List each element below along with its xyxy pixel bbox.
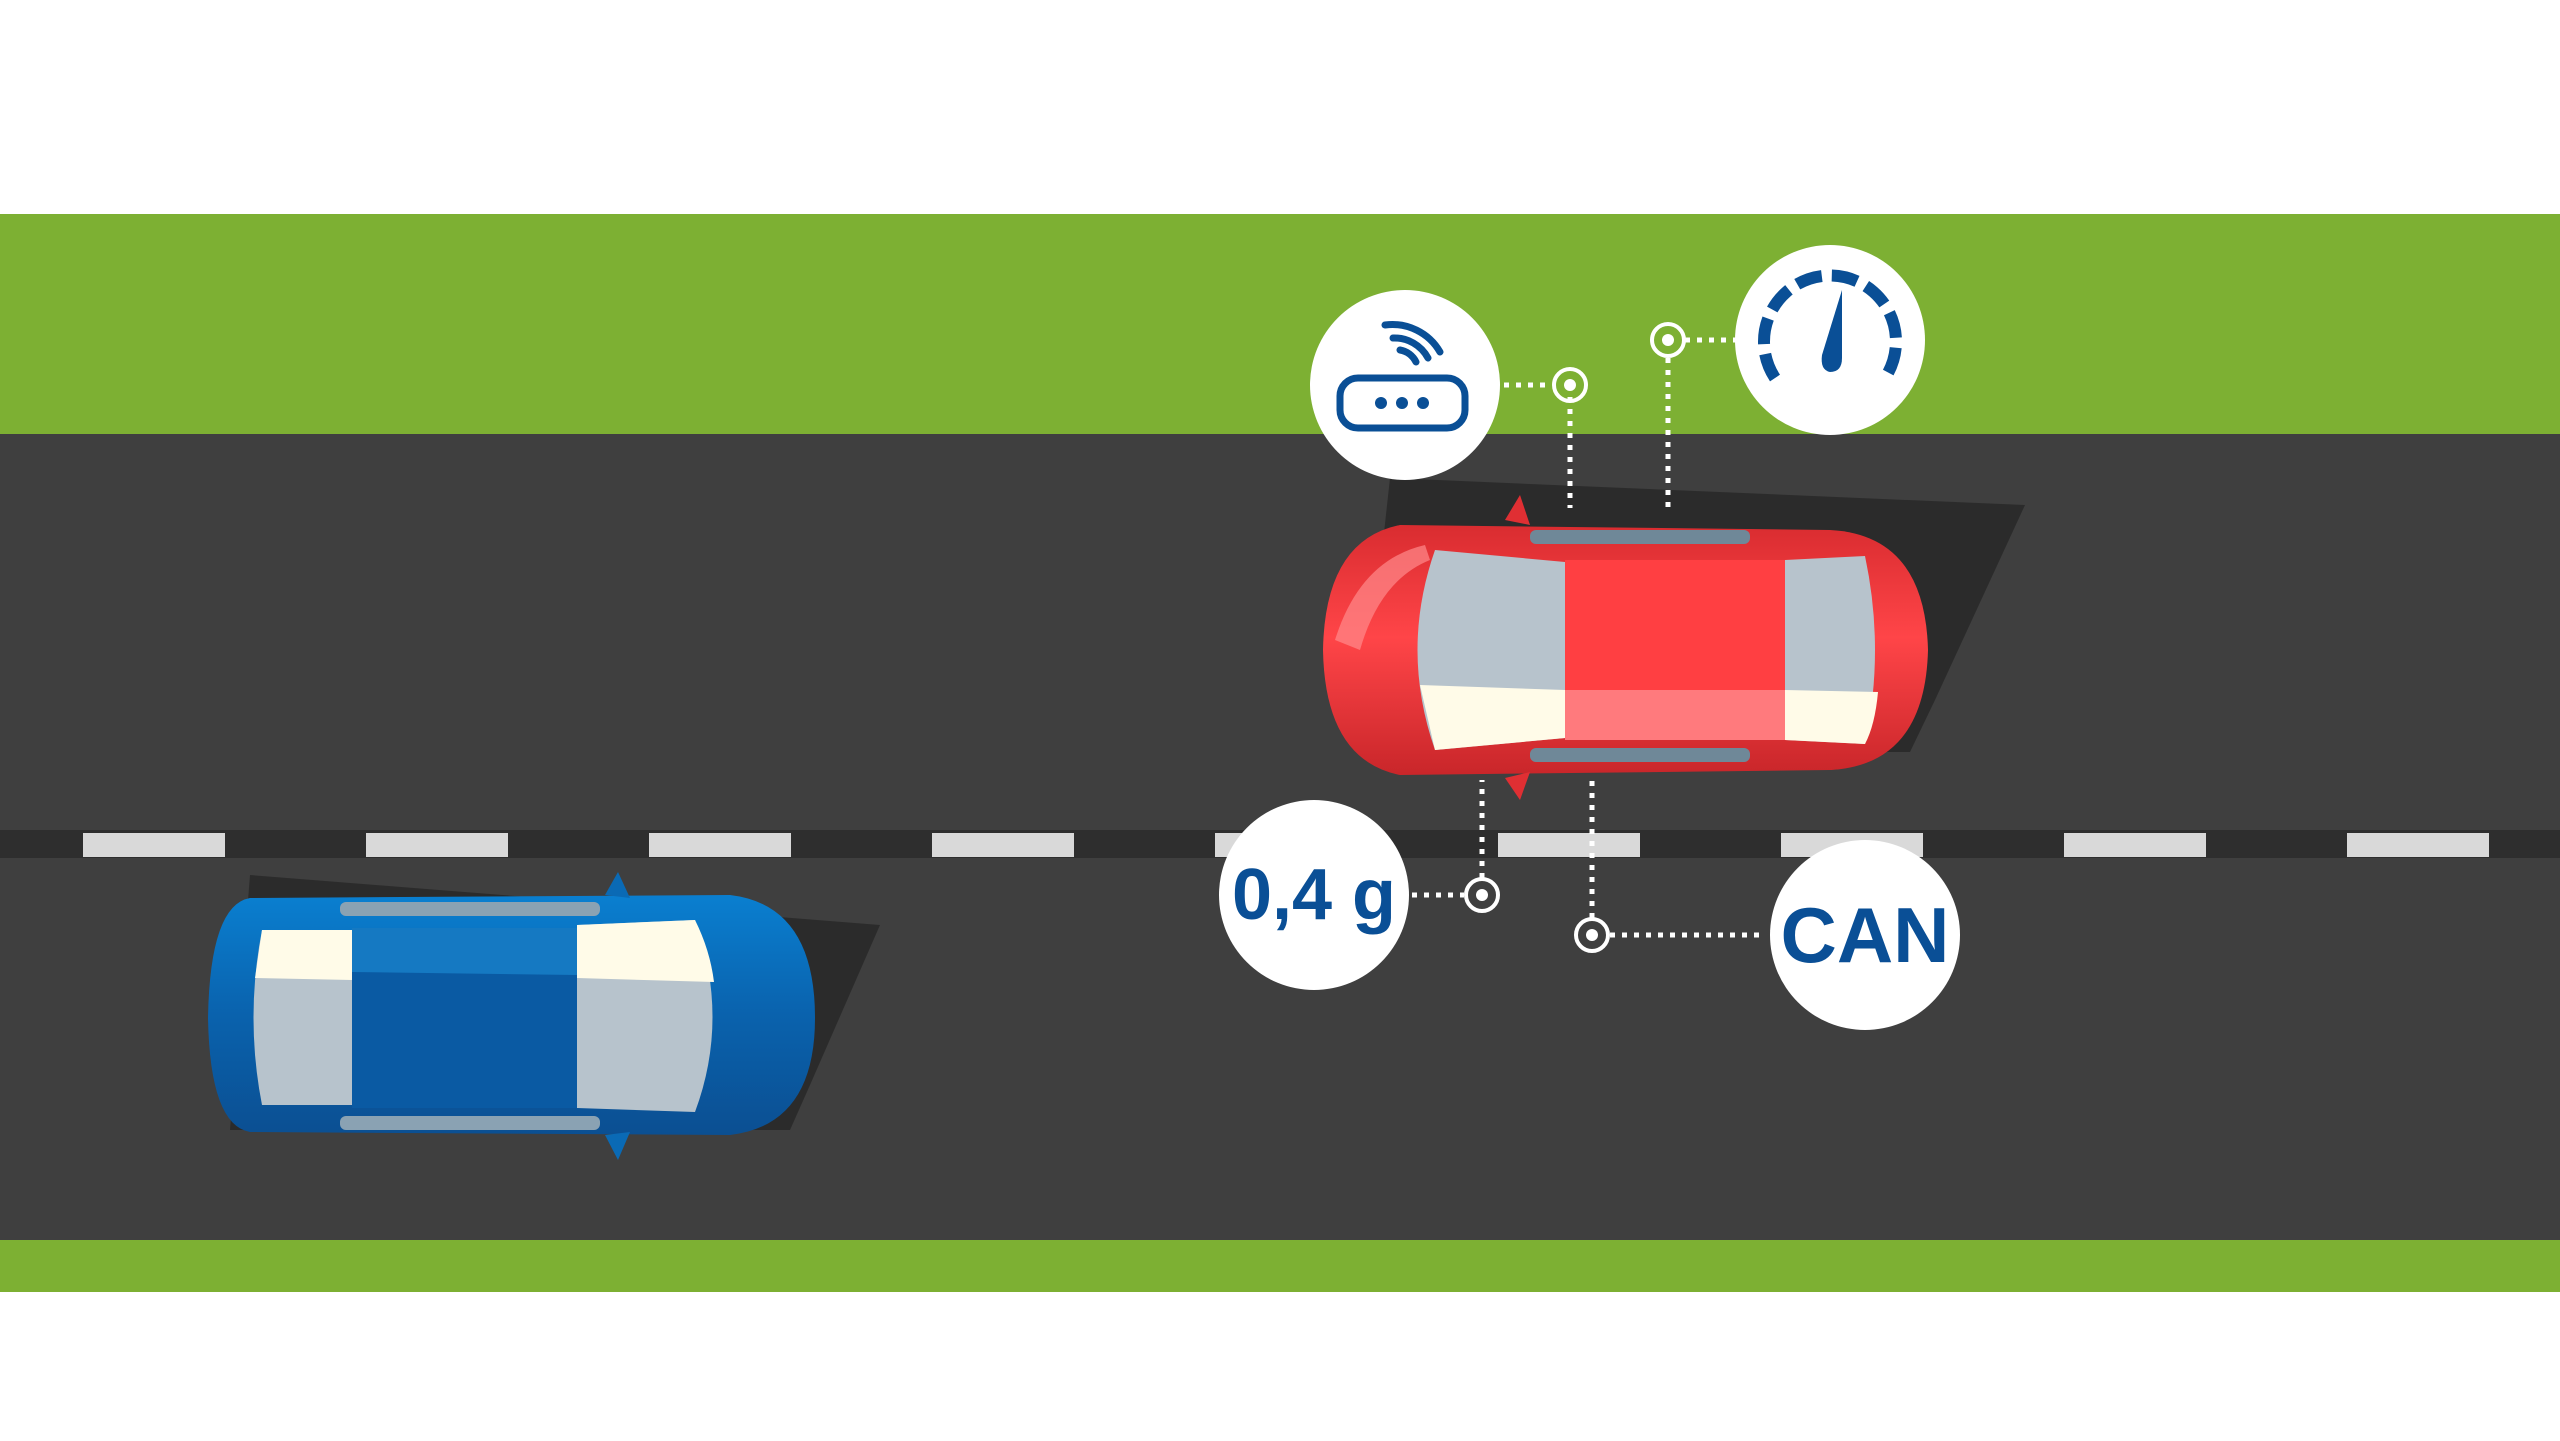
blue-car-roof-highlight	[352, 928, 577, 975]
lane-dash	[932, 833, 1074, 857]
callout-acceleration: 0,4 g	[1219, 800, 1409, 990]
lane-dash	[366, 833, 508, 857]
lane-dash	[649, 833, 791, 857]
speedometer-arc	[1758, 269, 1902, 382]
wireless-router-icon	[1336, 321, 1469, 432]
connector-acceleration	[1412, 780, 1485, 898]
speedometer-needle	[1821, 290, 1842, 372]
blue-car-windshield-glare	[577, 920, 714, 982]
node-can-dot	[1586, 929, 1598, 941]
red-car-roof-highlight	[1565, 690, 1785, 740]
node-acceleration-dot	[1476, 889, 1488, 901]
red-car-rear-window-glare	[1785, 690, 1878, 744]
callout-wireless-bubble	[1310, 290, 1500, 480]
blue-car	[208, 872, 880, 1160]
callout-wireless	[1310, 290, 1500, 480]
lane-dash	[2347, 833, 2489, 857]
top-white-margin	[0, 0, 2560, 214]
acceleration-value: 0,4 g	[1232, 855, 1396, 935]
red-car-mirror-bottom	[1505, 772, 1530, 800]
blue-car-mirror-top	[605, 872, 630, 898]
lane-dash	[2064, 833, 2206, 857]
red-car-hood-highlight	[1335, 545, 1430, 650]
callout-speed	[1735, 245, 1925, 435]
red-car-windshield-glare	[1420, 685, 1565, 750]
red-car-side-window-bottom	[1530, 748, 1750, 762]
connector-can	[1589, 780, 1762, 938]
node-acceleration	[1464, 877, 1500, 913]
bottom-white-margin	[0, 1292, 2560, 1441]
blue-car-rear-window-glare	[255, 930, 352, 980]
connector-speed	[1665, 337, 1737, 508]
blue-car-mirror-bottom	[605, 1132, 630, 1160]
node-wireless	[1552, 367, 1588, 403]
red-car	[1323, 478, 2025, 800]
red-car-side-window-top	[1530, 530, 1750, 544]
node-speed	[1650, 322, 1686, 358]
router-light-2	[1396, 397, 1408, 409]
router-light-3	[1417, 397, 1429, 409]
node-speed-dot	[1662, 334, 1674, 346]
speedometer-icon	[1758, 269, 1902, 382]
lane-dash	[1498, 833, 1640, 857]
lane-divider	[83, 833, 2489, 857]
can-label: CAN	[1781, 891, 1950, 979]
node-wireless-dot	[1564, 379, 1576, 391]
connector-nodes	[1464, 322, 1686, 953]
router-light-1	[1375, 397, 1387, 409]
red-car-mirror-top	[1505, 495, 1530, 525]
node-can	[1574, 917, 1610, 953]
callout-acceleration-bubble	[1219, 800, 1409, 990]
blue-car-side-window-bottom	[340, 1116, 600, 1130]
blue-car-side-window-top	[340, 902, 600, 916]
callout-can-bubble	[1770, 840, 1960, 1030]
grass-bottom	[0, 1240, 2560, 1292]
lane-dash	[83, 833, 225, 857]
grass-top	[0, 214, 2560, 434]
callout-can: CAN	[1770, 840, 1960, 1030]
